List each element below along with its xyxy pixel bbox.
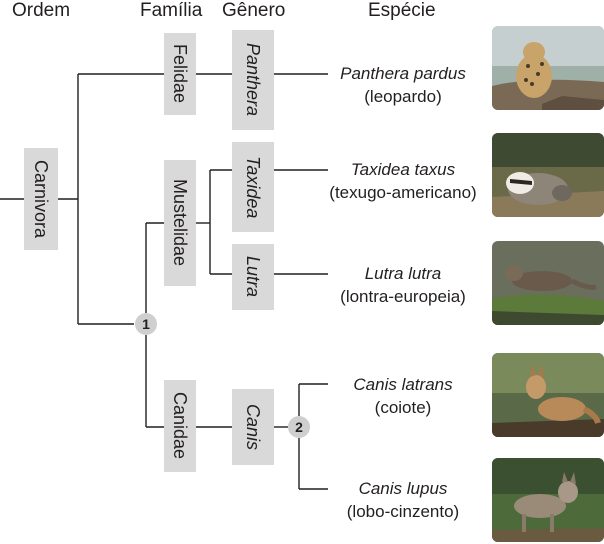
genus-box-lutra: Lutra	[232, 244, 274, 310]
coyote-photo	[492, 353, 604, 437]
leopard-photo	[492, 26, 604, 110]
family-label-mustelidae: Mustelidae	[170, 179, 190, 267]
species-scientific-name: Canis latrans	[353, 375, 453, 394]
species-canis-latrans: Canis latrans (coiote)	[318, 373, 488, 419]
species-lutra-lutra: Lutra lutra (lontra-europeia)	[318, 262, 488, 308]
genus-label-panthera: Panthera	[243, 43, 263, 117]
genus-label-lutra: Lutra	[243, 256, 263, 298]
species-taxidea-taxus: Taxidea taxus (texugo-americano)	[318, 158, 488, 204]
genus-label-canis: Canis	[243, 403, 263, 451]
node-2: 2	[288, 416, 310, 438]
family-label-canidae: Canidae	[170, 392, 190, 460]
species-scientific-name: Taxidea taxus	[350, 160, 456, 179]
family-box-felidae: Felidae	[164, 33, 196, 115]
otter-photo	[492, 241, 604, 325]
species-common-name: (lontra-europeia)	[340, 287, 466, 306]
genus-box-panthera: Panthera	[232, 30, 274, 130]
species-canis-lupus: Canis lupus (lobo-cinzento)	[318, 477, 488, 523]
header-genero: Gênero	[222, 0, 286, 21]
wolf-photo	[492, 458, 604, 542]
species-common-name: (leopardo)	[364, 87, 442, 106]
genus-box-canis: Canis	[232, 389, 274, 465]
family-label-felidae: Felidae	[170, 44, 190, 104]
order-label: Carnivora	[31, 159, 51, 239]
species-common-name: (lobo-cinzento)	[346, 502, 460, 521]
species-scientific-name: Lutra lutra	[364, 264, 442, 283]
family-box-mustelidae: Mustelidae	[164, 160, 196, 286]
genus-label-taxidea: Taxidea	[243, 155, 263, 219]
badger-photo	[492, 133, 604, 217]
species-scientific-name: Panthera pardus	[340, 64, 466, 83]
species-scientific-name: Canis lupus	[358, 479, 448, 498]
order-box-carnivora: Carnivora	[24, 148, 58, 250]
species-common-name: (texugo-americano)	[329, 183, 477, 202]
genus-box-taxidea: Taxidea	[232, 142, 274, 232]
family-box-canidae: Canidae	[164, 380, 196, 472]
node-1: 1	[135, 313, 157, 335]
species-panthera-pardus: Panthera pardus (leopardo)	[322, 62, 484, 108]
species-common-name: (coiote)	[374, 398, 432, 417]
header-ordem: Ordem	[12, 0, 71, 21]
header-familia: Família	[140, 0, 203, 21]
header-especie: Espécie	[368, 0, 436, 21]
